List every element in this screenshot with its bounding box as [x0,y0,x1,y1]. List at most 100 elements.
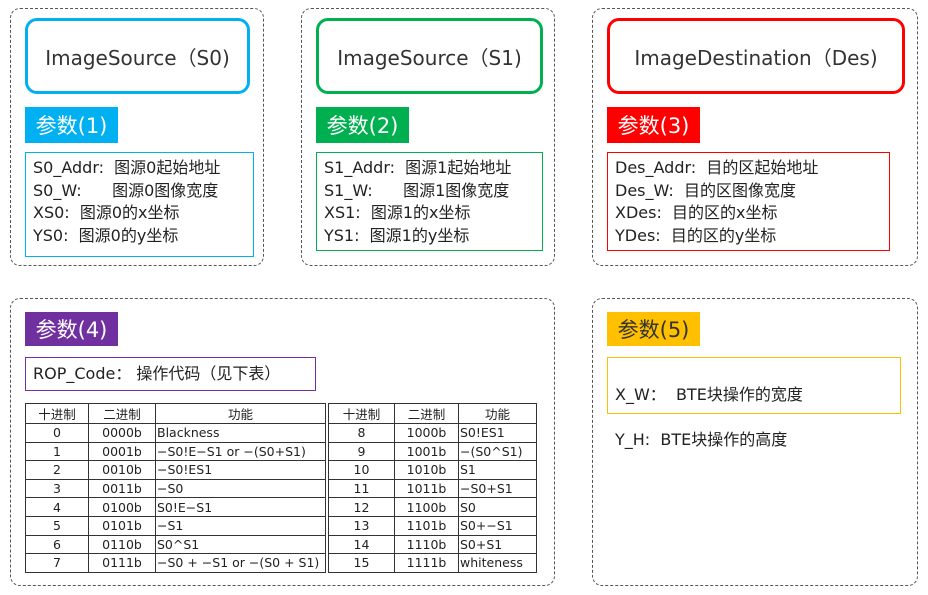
decimal-cell: 15 [328,553,395,573]
param-tag: 参数(2) [316,107,409,143]
source-s0-group [10,8,264,266]
param-line: Des_W: 目的区图像宽度 [615,180,796,200]
binary-cell: 0100b [88,497,156,517]
function-cell: −S1 [155,515,326,536]
param-line: YS1: 图源1的y坐标 [324,225,470,245]
decimal-cell: 12 [328,497,395,517]
param-tag: 参数(1) [25,107,118,143]
function-cell: S0+−S1 [458,515,537,536]
param-tag: 参数(3) [607,107,700,143]
function-cell: Blackness [155,423,326,443]
source-title-box: ImageSource（S0) [25,18,250,94]
function-cell: −(S0^S1) [458,441,537,462]
binary-cell: 0111b [88,553,156,573]
param-line: XS0: 图源0的x坐标 [33,203,180,222]
function-cell: −S0!ES1 [155,460,326,480]
rop-tag: 参数(4) [25,312,118,346]
source-title-box: ImageSource（S1) [316,18,543,94]
header-decimal: 十进制 [328,403,395,424]
source-title-box: ImageDestination（Des) [607,18,905,94]
binary-cell: 0110b [88,534,156,555]
binary-cell: 1010b [394,460,459,480]
source-s1-group [301,8,555,266]
function-cell: S0!ES1 [458,423,537,443]
decimal-cell: 14 [328,534,395,555]
binary-cell: 1111b [394,553,459,573]
header-binary: 二进制 [88,403,156,424]
decimal-cell: 11 [328,478,395,499]
block-tag: 参数(5) [607,312,700,346]
decimal-cell: 10 [328,460,395,480]
header-function: 功能 [155,403,326,424]
function-cell: S0 [458,497,537,517]
binary-cell: 0101b [88,515,156,536]
header-function: 功能 [458,403,537,424]
function-cell: −S0 [155,478,326,499]
function-cell: S1 [458,460,537,480]
param-line: Y_H: BTE块操作的高度 [615,429,788,449]
params-box: S0_Addr: 图源0起始地址 S0_W: 图源0图像宽度 XS0: 图源0的x坐… [25,152,254,257]
binary-cell: 0010b [88,460,156,480]
binary-cell: 0001b [88,441,156,462]
param-line: S1_W: 图源1图像宽度 [324,180,510,200]
decimal-cell: 8 [328,423,395,443]
decimal-cell: 2 [25,460,89,480]
header-binary: 二进制 [394,403,459,424]
function-cell: −S0 + −S1 or −(S0 + S1) [155,553,326,573]
param-line: XDes: 目的区的x坐标 [615,203,778,222]
param-line: X_W： BTE块操作的宽度 [615,384,803,404]
function-cell: S0+S1 [458,534,537,555]
decimal-cell: 9 [328,441,395,462]
destination-group [592,8,918,266]
block-params-box: X_W： BTE块操作的宽度 Y_H: BTE块操作的高度 [607,357,901,449]
header-decimal: 十进制 [25,403,89,424]
binary-cell: 0011b [88,478,156,499]
binary-cell: 1000b [394,423,459,443]
binary-cell: 1101b [394,515,459,536]
binary-cell: 1001b [394,441,459,462]
param-line: YDes: 目的区的y坐标 [615,225,777,245]
function-cell: whiteness [458,553,537,573]
param-line: XS1: 图源1的x坐标 [324,203,471,222]
binary-cell: 1110b [394,534,459,555]
binary-cell: 1100b [394,497,459,517]
decimal-cell: 13 [328,515,395,536]
function-cell: S0!E−S1 [155,497,326,517]
binary-cell: 1011b [394,478,459,499]
block-size-group [592,298,918,586]
param-line: S0_W: 图源0图像宽度 [33,180,219,200]
rop-code-box: ROP_Code： 操作代码（见下表） [25,357,316,391]
rop-group [10,298,555,586]
decimal-cell: 5 [25,515,89,536]
function-cell: −S0+S1 [458,478,537,499]
function-cell: S0^S1 [155,534,326,555]
decimal-cell: 4 [25,497,89,517]
param-line: S0_Addr: 图源0起始地址 [33,158,221,177]
decimal-cell: 7 [25,553,89,573]
decimal-cell: 3 [25,478,89,499]
param-line: S1_Addr: 图源1起始地址 [324,158,512,177]
decimal-cell: 0 [25,423,89,443]
function-cell: −S0!E−S1 or −(S0+S1) [155,441,326,462]
decimal-cell: 6 [25,534,89,555]
params-box: S1_Addr: 图源1起始地址 S1_W: 图源1图像宽度 XS1: 图源1的x坐… [316,152,543,251]
